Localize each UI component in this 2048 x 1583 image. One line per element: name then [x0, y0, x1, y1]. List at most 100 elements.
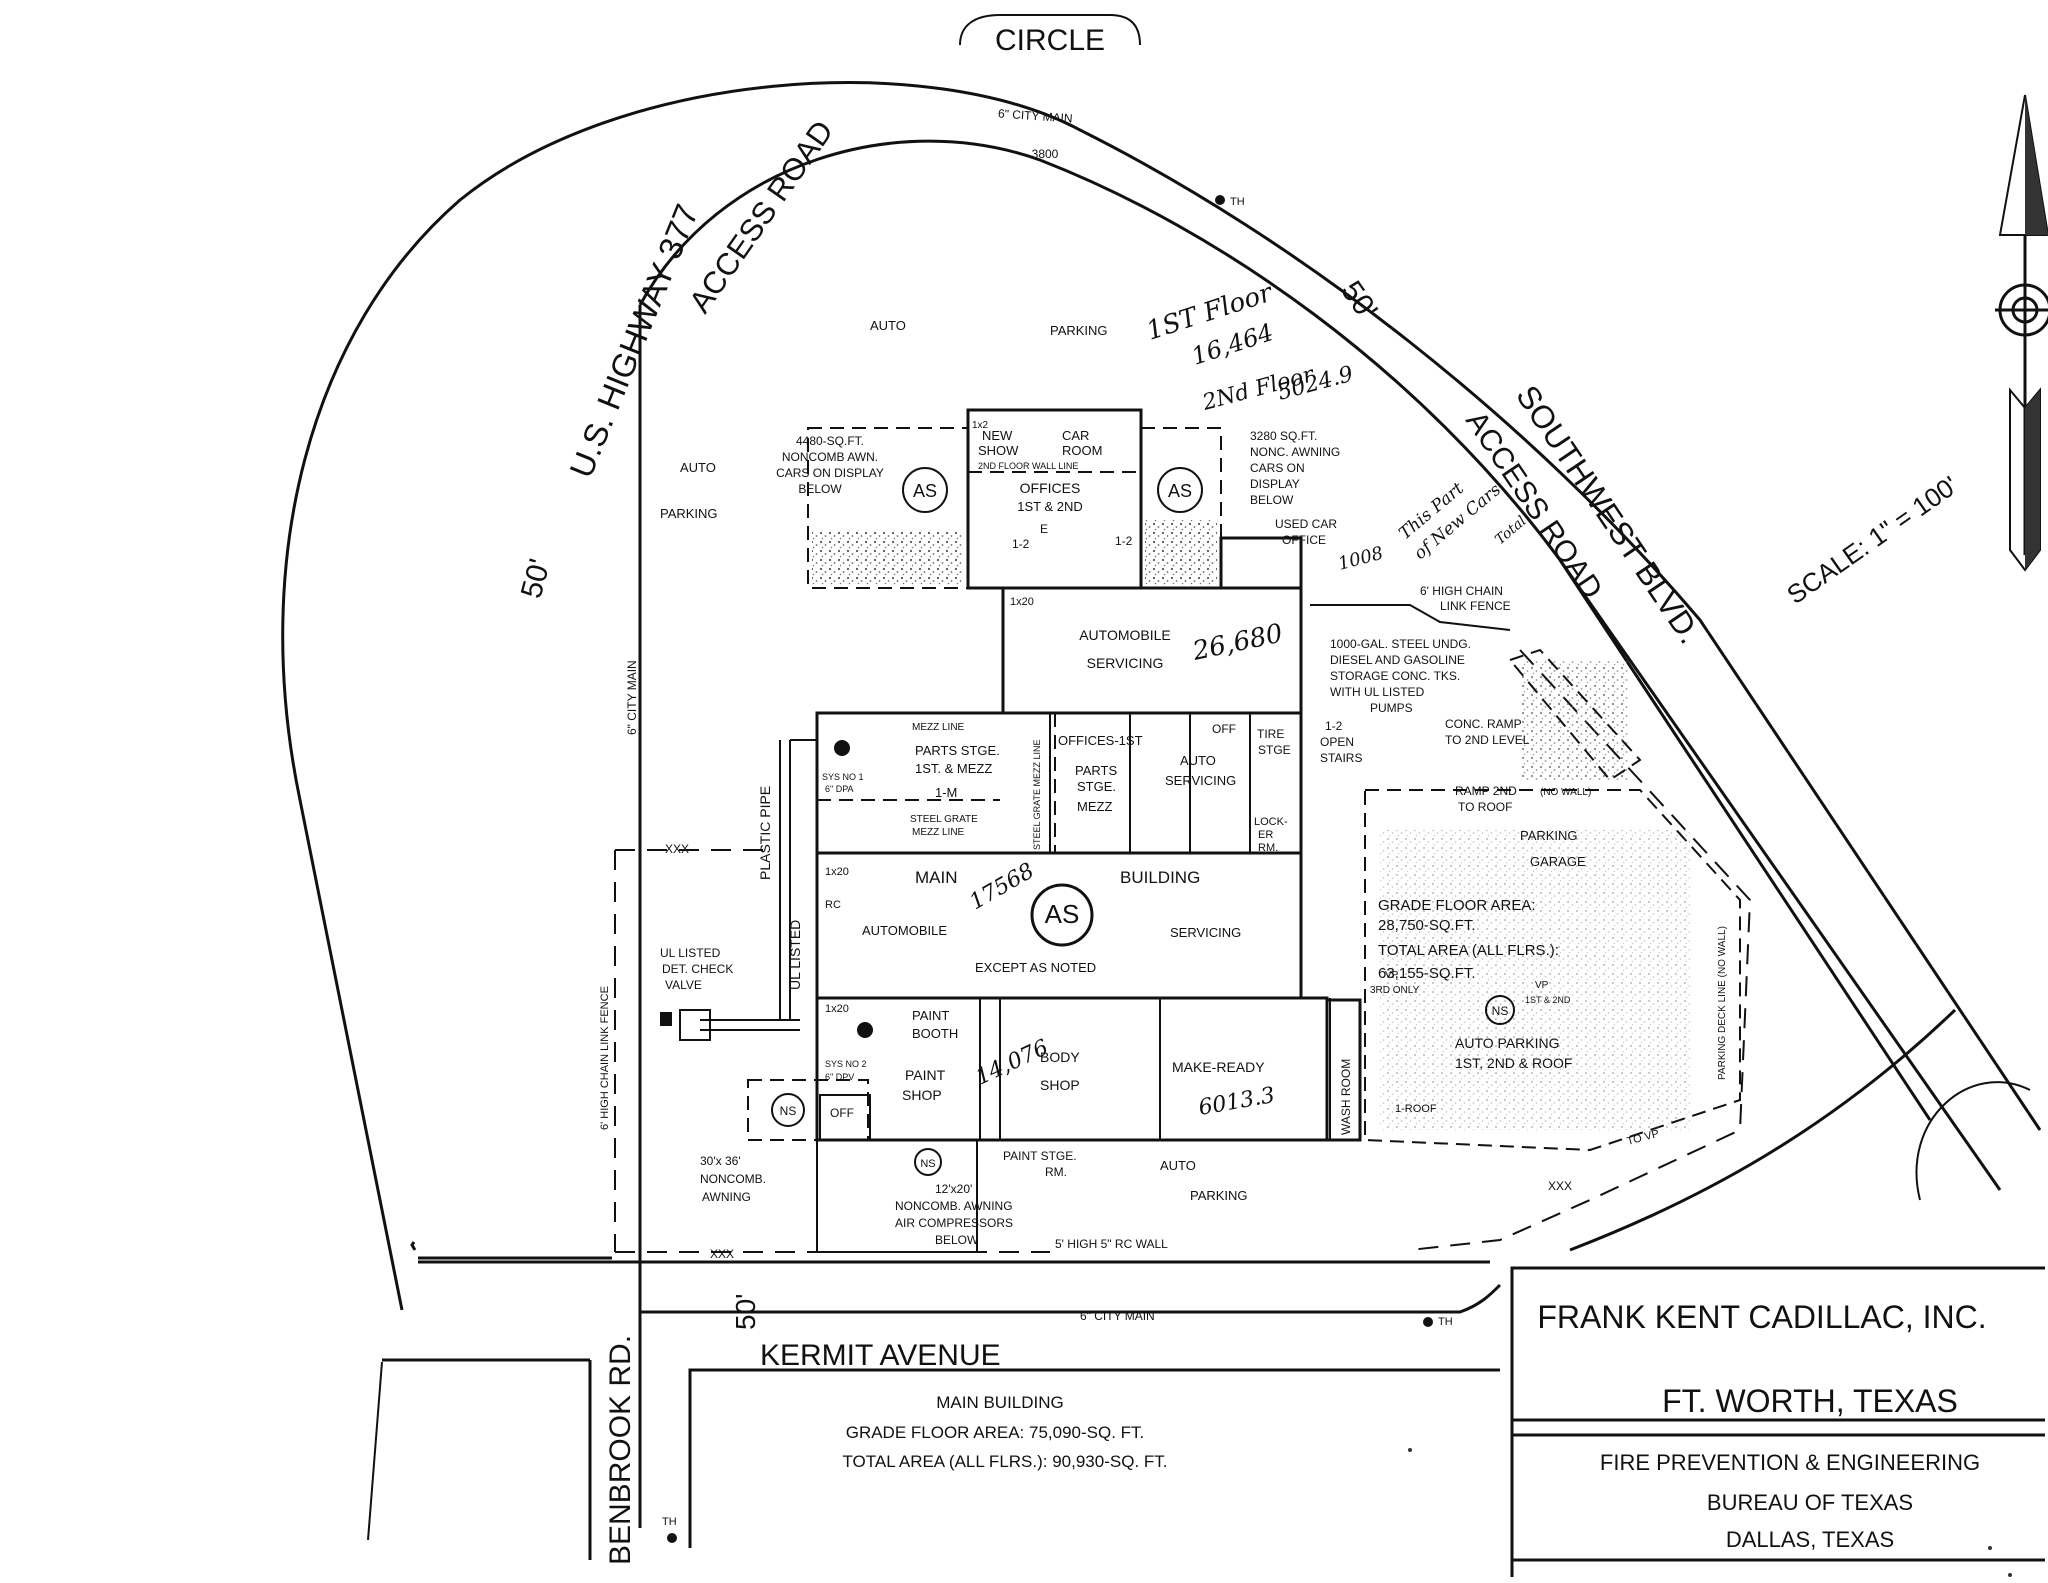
legend: SCALE: 1" = 100'	[1781, 94, 2048, 610]
servicing-line-2: SERVICING	[1087, 655, 1164, 671]
bureau-line-1: FIRE PREVENTION & ENGINEERING	[1600, 1450, 1980, 1475]
parking-garage	[1364, 789, 1741, 1152]
auto-label-left: AUTO	[680, 460, 716, 475]
scan-artifacts	[1408, 1448, 2012, 1577]
hand-make-ready-sqft: 6013.3	[1197, 1083, 1277, 1121]
servicing-line-1: AUTOMOBILE	[1079, 627, 1171, 643]
stairs-line-1: 1-2	[1325, 719, 1343, 733]
ramp-line-2: TO 2ND LEVEL	[1445, 733, 1530, 747]
wash-room-label: WASH ROOM	[1339, 1059, 1353, 1135]
company-name: FRANK KENT CADILLAC, INC.	[1537, 1299, 1986, 1335]
awning-right	[1140, 427, 1222, 589]
bureau-line-2: BUREAU OF TEXAS	[1707, 1490, 1913, 1515]
wall-label: 5' HIGH 5" RC WALL	[1055, 1237, 1168, 1251]
paint-shop-line-1: PAINT	[905, 1067, 946, 1083]
body-line-2: SHOP	[1040, 1077, 1080, 1093]
sys1-line-2: 6" DPA	[825, 784, 854, 794]
main-building-summary: MAIN BUILDING GRADE FLOOR AREA: 75,090-S…	[842, 1393, 1167, 1471]
paint-stge-line-2: RM.	[1045, 1165, 1067, 1179]
access-road-right	[1558, 559, 2002, 1191]
fence-label-2: LINK FENCE	[1440, 599, 1511, 613]
property-lines	[614, 604, 1752, 1253]
locker-line-3: RM.	[1258, 842, 1278, 854]
garage-stipple	[1380, 830, 1690, 1130]
scale-label: SCALE: 1" = 100'	[1781, 470, 1963, 610]
vp-label-a: VP	[1385, 970, 1399, 981]
tire-stge-line-1: TIRE	[1257, 727, 1284, 741]
one-m-label: 1-M	[935, 785, 957, 800]
title-block: FRANK KENT CADILLAC, INC. FT. WORTH, TEX…	[1510, 1266, 2045, 1577]
kermit-avenue-label: KERMIT AVENUE	[760, 1339, 1001, 1372]
parking-label-top: PARKING	[1050, 323, 1108, 338]
xxx-label-c: XXX	[1548, 1179, 1572, 1193]
hydrant-kermit-label: TH	[1438, 1316, 1453, 1328]
off-label-bottom: OFF	[830, 1106, 854, 1120]
xxx-label-a: XXX	[710, 1247, 734, 1261]
hand-servicing-sqft: 26,680	[1189, 619, 1285, 667]
stairs-line-3: STAIRS	[1320, 751, 1362, 765]
summary-grade: GRADE FLOOR AREA: 75,090-SQ. FT.	[846, 1423, 1145, 1442]
as-main-label: AS	[1045, 899, 1080, 929]
tanks-line-5: PUMPS	[1370, 701, 1413, 715]
awning-right-stipple	[1145, 520, 1217, 586]
riser-2-icon	[857, 1022, 873, 1038]
buildings	[747, 408, 1741, 1253]
summary-title: MAIN BUILDING	[936, 1393, 1064, 1412]
ns-left-label: NS	[780, 1104, 797, 1118]
check-valve-box	[679, 1009, 711, 1041]
locker-line-1: LOCK-	[1254, 816, 1288, 828]
width-50-top: 50'	[1334, 275, 1383, 326]
to-vp-label: TO VP	[1626, 1128, 1661, 1148]
ns-circle-bottom	[914, 1148, 942, 1176]
off-label-parts: OFF	[1212, 722, 1236, 736]
bureau-line-3: DALLAS, TEXAS	[1726, 1527, 1894, 1552]
north-arrow-icon	[1995, 94, 2048, 572]
showroom-car: CAR	[1062, 428, 1089, 443]
parts-mezz-line-2: STGE.	[1077, 779, 1116, 794]
circle-bulge	[959, 14, 1141, 46]
parts-mezz-line-1: PARTS	[1075, 763, 1117, 778]
check-valve-line-2: DET. CHECK	[662, 962, 733, 976]
highway-outer-edge	[281, 81, 2042, 1311]
check-valve-line-1: UL LISTED	[660, 946, 721, 960]
ramp-roof-line-1: RAMP 2ND	[1455, 784, 1517, 798]
awning-left-line-4: BELOW	[798, 482, 842, 496]
fence-left-label: 6' HIGH CHAIN LINK FENCE	[599, 986, 611, 1130]
mezz-line-label: MEZZ LINE	[912, 722, 965, 733]
used-car-line-1: USED CAR	[1275, 517, 1337, 531]
make-ready-label: MAKE-READY	[1172, 1059, 1265, 1075]
off-box	[819, 1094, 871, 1141]
awning-ns-line-4: BELOW	[935, 1233, 979, 1247]
first-2nd-label-a: 1ST & 2ND	[1525, 995, 1571, 1005]
company-city: FT. WORTH, TEXAS	[1662, 1383, 1958, 1419]
plastic-pipe-1	[779, 739, 817, 1020]
tanks-line-3: STORAGE CONC. TKS.	[1330, 669, 1460, 683]
as-circle-main	[1030, 883, 1094, 947]
one-two-label-a: 1-2	[1012, 537, 1030, 551]
awning-right-line-5: BELOW	[1250, 493, 1294, 507]
southwest-blvd-inner	[1569, 1008, 1957, 1252]
grate-mezz-vertical: STEEL GRATE MEZZ LINE	[1032, 739, 1042, 850]
hydrant-benbrook-icon	[667, 1533, 677, 1543]
riser-1-icon	[834, 740, 850, 756]
circle-label: CIRCLE	[995, 24, 1105, 57]
address-3800: 3800	[1032, 147, 1059, 161]
parking-bottom-label: PARKING	[1190, 1188, 1248, 1203]
awning-ns-line-3: AIR COMPRESSORS	[895, 1216, 1013, 1230]
kermit-south-curb	[688, 1368, 1500, 1548]
one-x-twenty-c: 1x20	[825, 1003, 849, 1015]
check-valve-marker	[660, 1012, 672, 1026]
parking-label-left: PARKING	[660, 506, 718, 521]
plastic-pipe-label: PLASTIC PIPE	[757, 786, 773, 880]
building-label: BUILDING	[1120, 868, 1200, 887]
except-label: EXCEPT AS NOTED	[975, 960, 1096, 975]
ns-awning-left	[747, 1079, 869, 1141]
no-wall-label: (NO WALL)	[1540, 787, 1591, 798]
awning-30-line-3: AWNING	[702, 1190, 751, 1204]
tire-stge-line-2: STGE	[1258, 743, 1291, 757]
tanks-line-2: DIESEL AND GASOLINE	[1330, 653, 1465, 667]
one-x-twenty-b: 1x20	[825, 866, 849, 878]
plastic-pipe-2	[700, 1019, 800, 1031]
parking-garage-line-1: PARKING	[1520, 828, 1578, 843]
servicing-label: SERVICING	[1170, 925, 1241, 940]
